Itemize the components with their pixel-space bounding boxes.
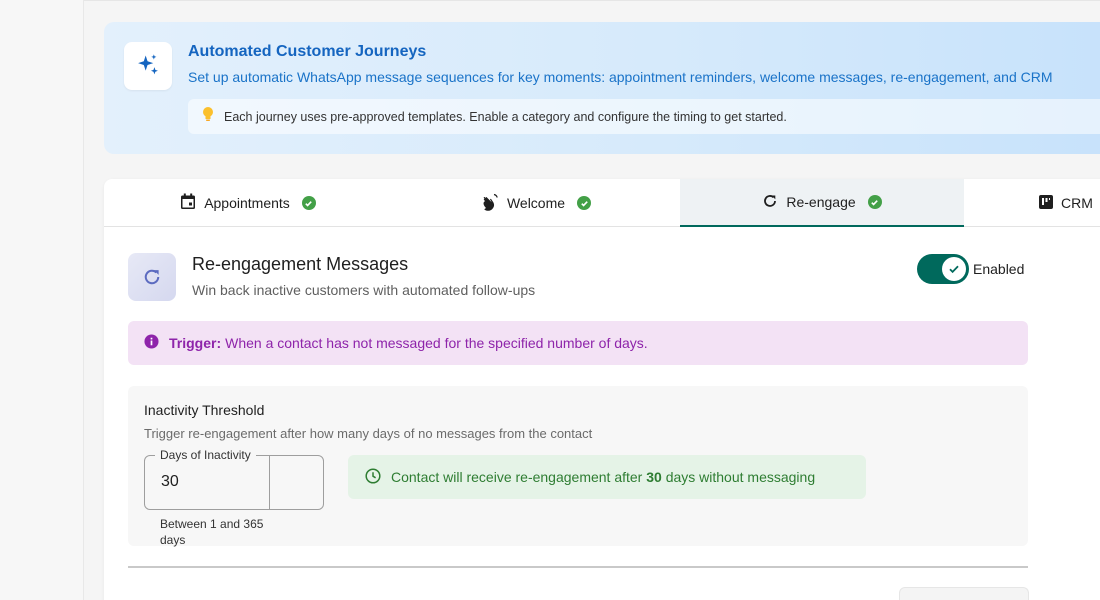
section-title: Re-engagement Messages <box>192 254 409 274</box>
check-circle-icon <box>301 196 316 210</box>
journey-card: Appointments Welcome Re-engage CRM Re-en <box>104 179 1100 600</box>
trigger-alert: Trigger: When a contact has not messaged… <box>128 321 1028 365</box>
tab-label: Re-engage <box>786 194 856 210</box>
kanban-icon <box>1039 194 1053 212</box>
summary-suffix: days without messaging <box>665 469 816 485</box>
trigger-text: When a contact has not messaged for the … <box>225 335 648 351</box>
check-circle-icon <box>867 195 882 209</box>
tab-re-engage[interactable]: Re-engage <box>680 179 964 227</box>
days-of-inactivity-input[interactable]: Days of Inactivity 30 <box>144 448 324 510</box>
info-icon <box>144 334 159 352</box>
waving-hand-icon <box>481 193 499 214</box>
threshold-title: Inactivity Threshold <box>144 402 265 418</box>
section-divider <box>128 566 1028 568</box>
top-divider <box>84 0 1100 1</box>
refresh-icon <box>128 253 176 301</box>
checkmark-icon <box>949 265 959 274</box>
field-value[interactable]: 30 <box>161 473 179 490</box>
re-engagement-summary: Contact will receive re-engagement after… <box>348 455 866 499</box>
section-subtitle: Win back inactive customers with automat… <box>192 282 536 298</box>
summary-text: Contact will receive re-engagement after… <box>391 469 815 485</box>
sparkles-icon <box>124 42 172 90</box>
journey-tabs: Appointments Welcome Re-engage CRM <box>104 179 1100 227</box>
tab-label: Welcome <box>506 195 566 211</box>
left-rail <box>0 0 84 600</box>
banner-subtitle: Set up automatic WhatsApp message sequen… <box>188 69 1053 85</box>
lightbulb-icon <box>202 106 214 127</box>
check-circle-icon <box>577 196 592 210</box>
summary-prefix: Contact will receive re-engagement after <box>391 469 643 485</box>
toggle-label: Enabled <box>973 261 1025 277</box>
tab-welcome[interactable]: Welcome <box>392 179 680 227</box>
footer-button[interactable] <box>899 587 1029 600</box>
calendar-icon <box>180 193 196 213</box>
tab-label: CRM <box>1061 195 1093 211</box>
clock-icon <box>365 467 381 487</box>
summary-days: 30 <box>646 469 662 485</box>
field-helper-text: Between 1 and 365 days <box>160 517 264 547</box>
tab-crm[interactable]: CRM <box>1039 179 1100 227</box>
tab-label: Appointments <box>204 195 290 211</box>
refresh-icon <box>762 193 778 212</box>
field-divider <box>269 455 270 510</box>
journeys-banner: Automated Customer Journeys Set up autom… <box>104 22 1100 154</box>
banner-tip: Each journey uses pre-approved templates… <box>188 99 1100 134</box>
threshold-subtitle: Trigger re-engagement after how many day… <box>144 426 593 441</box>
toggle-knob <box>942 257 966 281</box>
banner-tip-text: Each journey uses pre-approved templates… <box>224 109 787 124</box>
field-label: Days of Inactivity <box>155 448 256 462</box>
trigger-label: Trigger: <box>169 335 222 351</box>
banner-title: Automated Customer Journeys <box>188 43 427 60</box>
enabled-toggle[interactable] <box>917 254 969 284</box>
inactivity-threshold-panel: Inactivity Threshold Trigger re-engageme… <box>128 386 1028 547</box>
tab-appointments[interactable]: Appointments <box>104 179 392 227</box>
